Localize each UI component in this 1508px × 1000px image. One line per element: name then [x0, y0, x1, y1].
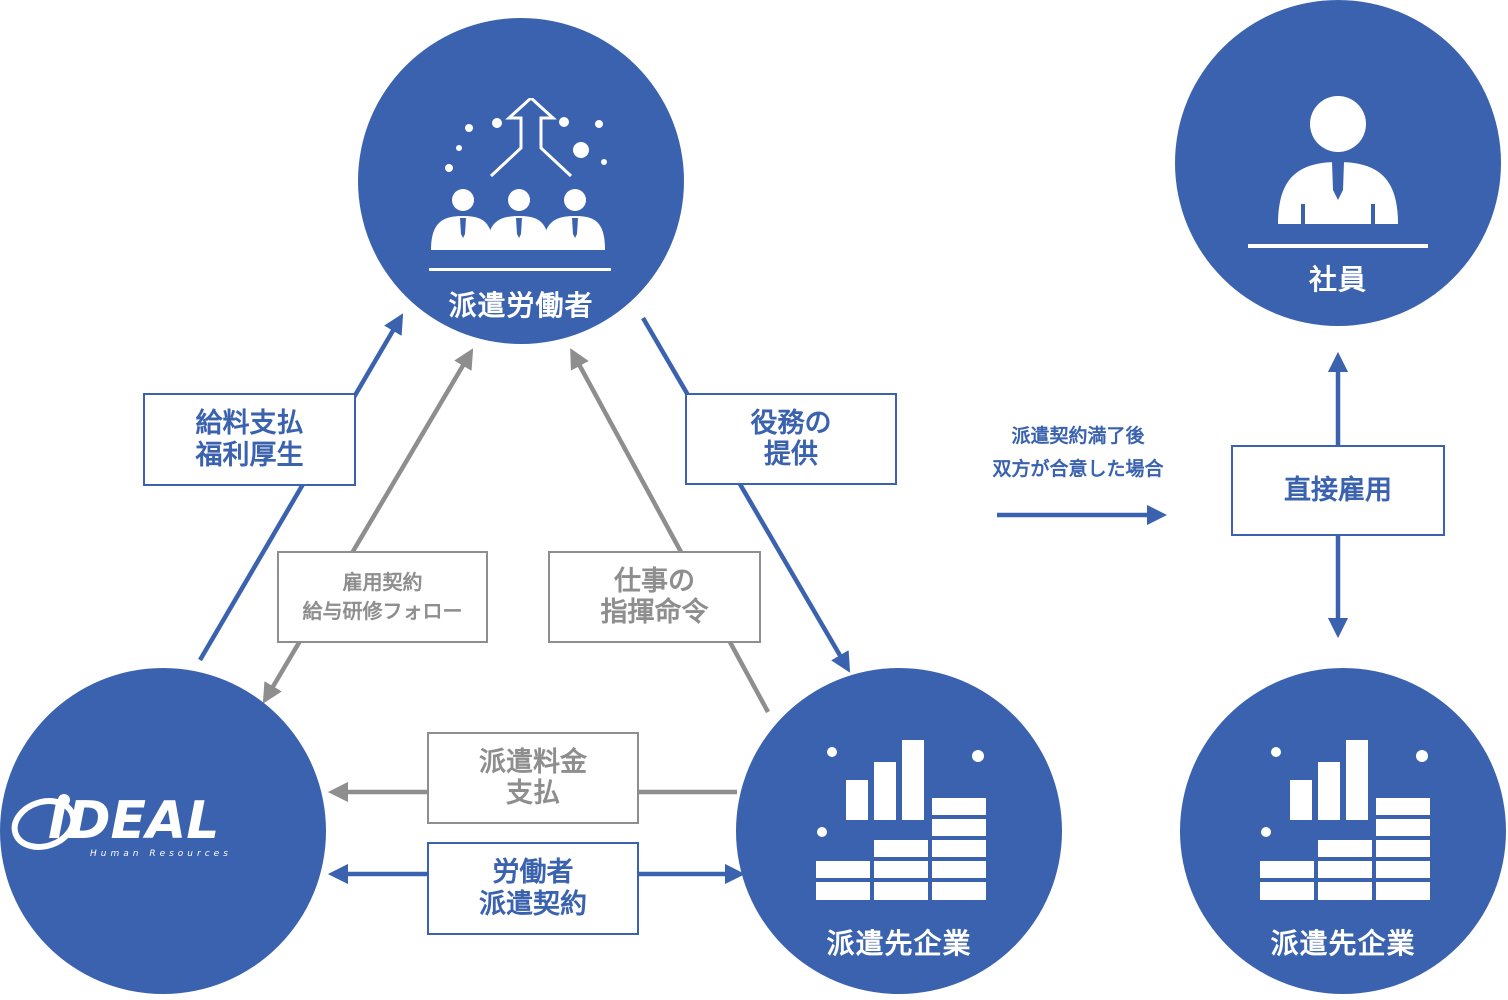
ideal-logo: IDEAL Human Resources	[11, 792, 232, 859]
salary-box: 給料支払福利厚生	[143, 393, 356, 486]
client-right-label: 派遣先企業	[1270, 927, 1416, 960]
ideal-circle: IDEAL Human Resources	[0, 668, 326, 994]
worker-circle: 派遣労働者	[358, 18, 684, 344]
client-left-label: 派遣先企業	[826, 927, 972, 960]
direct-employment-box: 直接雇用	[1231, 445, 1445, 536]
employee-label: 社員	[1308, 263, 1367, 296]
bar-blocks-icon	[816, 740, 986, 900]
employee-circle: 社員	[1175, 0, 1501, 326]
worker-label: 派遣労働者	[448, 289, 594, 322]
contract-box: 労働者派遣契約	[427, 842, 639, 935]
service-box: 役務の提供	[685, 393, 897, 485]
svg-text:IDEAL: IDEAL	[48, 792, 219, 851]
after-contract-note: 派遣契約満了後 双方が合意した場合	[992, 425, 1164, 481]
instruction-box: 仕事の指揮命令	[548, 551, 761, 643]
client-circle-left: 派遣先企業	[736, 668, 1062, 994]
bar-blocks-icon	[1260, 740, 1430, 900]
instruction-arrow	[570, 348, 770, 714]
svg-text:Human Resources: Human Resources	[90, 849, 232, 859]
client-circle-right: 派遣先企業	[1180, 668, 1506, 994]
fee-box: 派遣料金支払	[427, 732, 639, 824]
service-arrow	[641, 316, 851, 673]
employment-box: 雇用契約給与研修フォロー	[277, 551, 488, 643]
businessman-icon	[1248, 96, 1428, 248]
promotion-workers-icon	[429, 98, 611, 271]
